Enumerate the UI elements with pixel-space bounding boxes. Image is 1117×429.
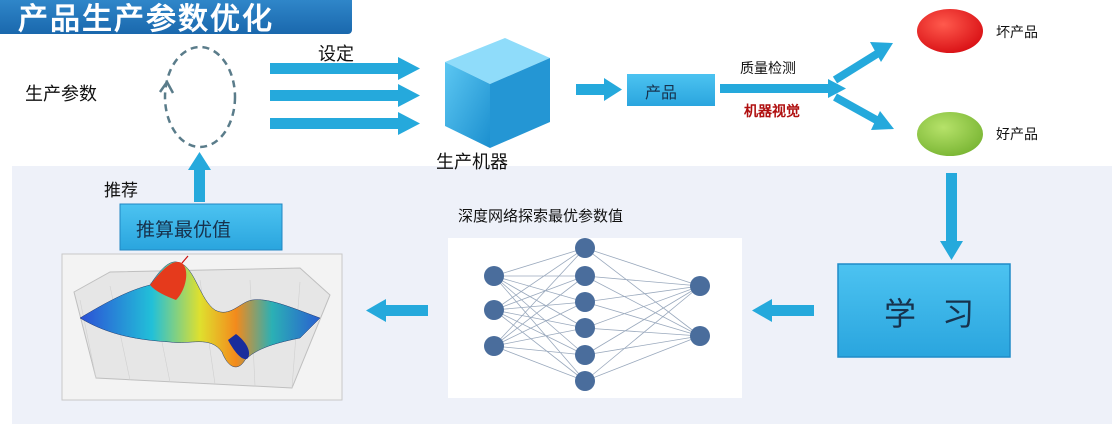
recommend-label: 推荐 — [104, 181, 138, 201]
network-nodes — [484, 238, 710, 391]
network-edges — [493, 247, 701, 382]
good-product-icon — [917, 112, 983, 156]
deep-net-label: 深度网络探索最优参数值 — [458, 207, 624, 225]
dashed-loop-icon — [158, 45, 237, 149]
machine-vision-label: 机器视觉 — [744, 104, 800, 120]
quality-check-label: 质量检测 — [740, 61, 796, 77]
bad-product-icon — [917, 9, 983, 53]
learn-box — [837, 263, 1011, 358]
product-box — [627, 74, 715, 106]
learn-to-network-arrow — [752, 299, 814, 322]
cube-icon — [445, 38, 550, 148]
setting-label: 设定 — [318, 44, 354, 65]
compute-optimal-label: 推算最优值 — [136, 219, 232, 241]
setting-arrows — [270, 57, 420, 135]
machine-to-product-arrow — [576, 78, 622, 101]
page-title: 产品生产参数优化 — [18, 2, 274, 37]
surface-plot-icon — [61, 253, 343, 401]
bad-product-label: 坏产品 — [996, 25, 1038, 41]
title-banner: 产品生产参数优化 — [0, 0, 352, 37]
production-params-label: 生产参数 — [25, 84, 97, 105]
product-label: 产品 — [645, 83, 678, 102]
inspection-arrow — [720, 42, 894, 130]
learn-label: 学 习 — [884, 295, 983, 333]
machine-label: 生产机器 — [436, 152, 508, 173]
to-learn-arrow — [940, 173, 963, 260]
compute-optimal-box — [119, 203, 283, 251]
recommend-arrow — [188, 152, 211, 202]
network-to-surface-arrow — [366, 299, 428, 322]
good-product-label: 好产品 — [996, 127, 1038, 143]
